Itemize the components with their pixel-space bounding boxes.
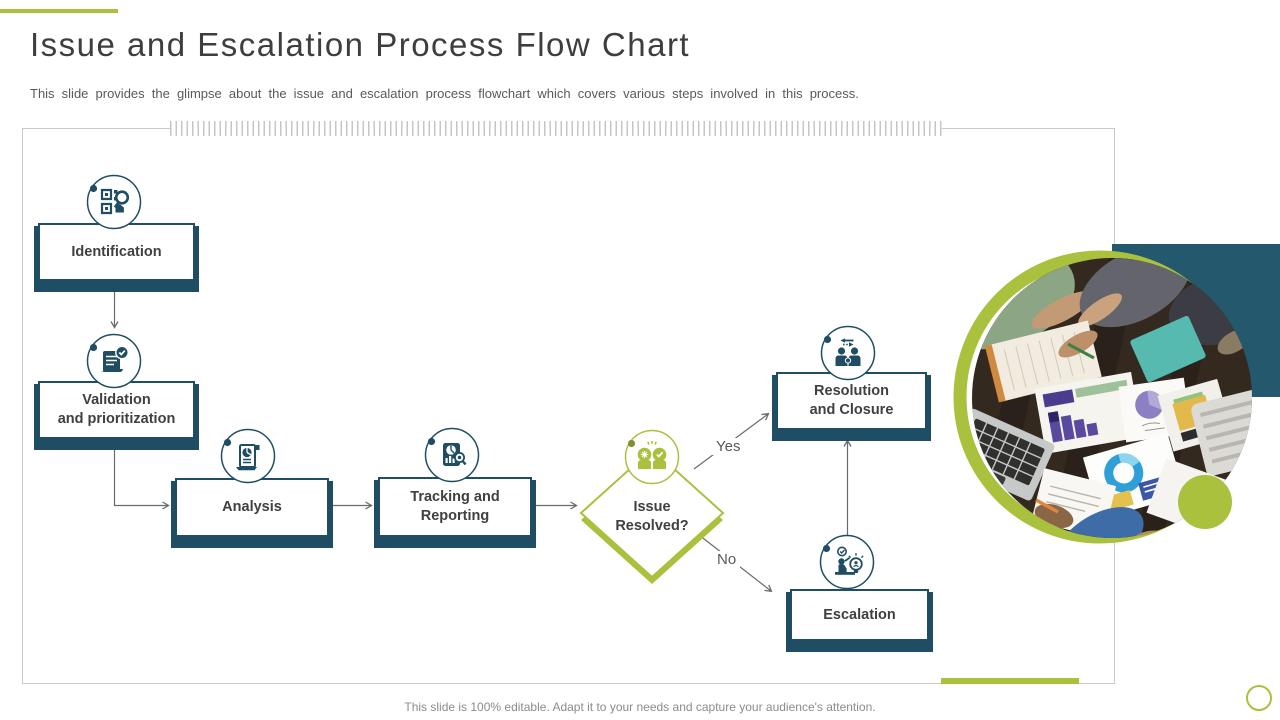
scroll-pie-icon: [220, 428, 276, 484]
node-label: Escalation: [823, 606, 896, 623]
node-label: and prioritization: [57, 411, 176, 427]
node-label: Resolution: [814, 383, 889, 400]
node-label: and Closure: [809, 402, 894, 418]
branch-label-yes: Yes: [712, 438, 745, 455]
node-label: Analysis: [222, 499, 282, 516]
top-accent-line: [0, 9, 118, 13]
flowchart-container: [22, 128, 1115, 684]
footer-note: This slide is 100% editable. Adapt it to…: [404, 700, 876, 714]
connector-validation-analysis: [113, 437, 170, 510]
flow-node-validation: Validation and prioritization: [38, 381, 195, 439]
comb-pattern-decoration: [170, 121, 942, 136]
scroll-check-icon: [86, 333, 142, 389]
team-photo-composition: [953, 250, 1252, 544]
bottom-accent-bar: [941, 678, 1079, 684]
corner-ring-decoration: [1246, 685, 1272, 711]
branch-label-no: No: [713, 551, 741, 568]
node-label: Resolved?: [615, 518, 689, 534]
flow-node-resolution: Resolution and Closure: [776, 372, 927, 430]
slide-title: Issue and Escalation Process Flow Chart: [30, 26, 691, 63]
flow-node-analysis: Analysis: [175, 478, 329, 537]
slide-subtitle: This slide provides the glimpse about th…: [30, 86, 859, 101]
flow-node-identification: Identification: [38, 223, 195, 281]
decision-diamond-shape: [579, 447, 725, 584]
person-idea-icon: [819, 534, 875, 590]
thinking-heads-icon: [624, 429, 680, 485]
node-label: Reporting: [420, 508, 490, 524]
chart-magnifier-icon: [424, 427, 480, 483]
node-label: Tracking and: [410, 489, 500, 506]
people-exchange-icon: [820, 325, 876, 381]
node-label: Identification: [71, 243, 162, 260]
photo-accent-dot: [1178, 475, 1232, 529]
flow-node-issue-resolved: Issue Resolved?: [570, 438, 734, 594]
flow-node-tracking: Tracking and Reporting: [378, 477, 532, 537]
node-label: Validation: [82, 392, 151, 409]
flow-node-escalation: Escalation: [790, 589, 929, 641]
node-label: Issue: [633, 499, 671, 516]
qr-search-icon: [86, 174, 142, 230]
